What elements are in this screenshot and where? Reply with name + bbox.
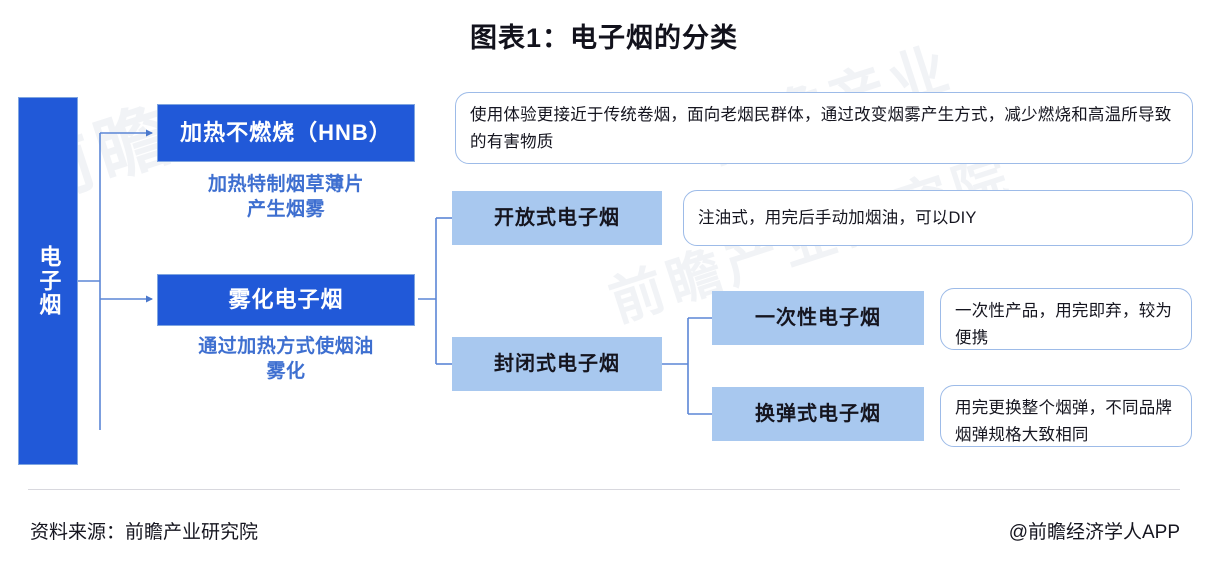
page-title: 图表1：电子烟的分类 (469, 23, 739, 53)
node-pod-label: 换弹式电子烟 (755, 402, 881, 425)
description-pod: 用完更换整个烟弹，不同品牌烟弹规格大致相同 (940, 385, 1192, 447)
node-open-type[interactable]: 开放式电子烟 (452, 191, 662, 245)
footer-divider (28, 489, 1180, 490)
node-root-label: 电子烟 (36, 245, 62, 317)
description-hnb: 使用体验更接近于传统卷烟，面向老烟民群体，通过改变烟雾产生方式，减少燃烧和高温所… (455, 92, 1193, 164)
node-disposable-label: 一次性电子烟 (755, 306, 881, 329)
description-disposable: 一次性产品，用完即弃，较为便携 (940, 288, 1192, 350)
footer-attribution: @前瞻经济学人APP (1008, 522, 1180, 543)
node-atomized[interactable]: 雾化电子烟 (157, 274, 415, 326)
node-pod[interactable]: 换弹式电子烟 (712, 387, 924, 441)
node-closed-type-label: 封闭式电子烟 (494, 352, 620, 375)
node-hnb[interactable]: 加热不燃烧（HNB） (157, 104, 415, 162)
caption-hnb: 加热特制烟草薄片产生烟雾 (207, 174, 364, 221)
caption-atomized: 通过加热方式使烟油雾化 (198, 336, 374, 383)
description-open-type: 注油式，用完后手动加烟油，可以DIY (683, 190, 1193, 246)
node-hnb-label: 加热不燃烧（HNB） (180, 119, 392, 145)
footer-source: 资料来源：前瞻产业研究院 (30, 522, 259, 543)
node-disposable[interactable]: 一次性电子烟 (712, 291, 924, 345)
node-atomized-label: 雾化电子烟 (228, 286, 344, 312)
node-root-ecigarette[interactable]: 电子烟 (18, 97, 78, 465)
node-open-type-label: 开放式电子烟 (494, 206, 620, 229)
node-closed-type[interactable]: 封闭式电子烟 (452, 337, 662, 391)
